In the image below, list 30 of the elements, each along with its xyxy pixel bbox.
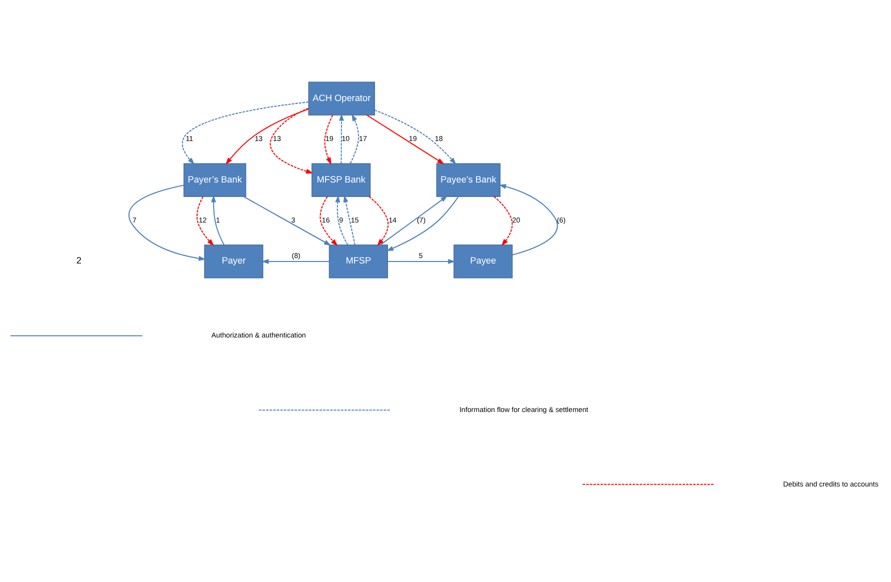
arrow <box>128 184 206 260</box>
node-box: Payer <box>204 244 264 278</box>
label: 2 <box>76 255 82 266</box>
arrow <box>374 109 456 164</box>
arrow <box>182 101 308 164</box>
node-box: Payee <box>454 244 513 278</box>
arrow <box>343 194 356 245</box>
arrow <box>494 196 513 246</box>
arrow <box>270 107 314 174</box>
node-box: ACH Operator <box>308 81 375 115</box>
node-box: Payee’s Bank <box>436 162 500 196</box>
arrow <box>498 184 558 255</box>
arrow <box>211 194 224 245</box>
node-box: Payer’s Bank <box>184 162 246 196</box>
arrow <box>338 113 344 163</box>
arrow <box>262 258 329 264</box>
arrow <box>380 195 448 245</box>
arrow <box>366 114 444 164</box>
node-box: MFSP Bank <box>312 162 371 196</box>
arrow <box>335 194 348 245</box>
arrow <box>368 196 389 246</box>
node-box: MFSP <box>328 244 388 278</box>
arrow <box>243 196 332 246</box>
arrow <box>196 196 214 246</box>
arrow <box>386 196 459 251</box>
arrow <box>388 258 456 264</box>
arrow <box>324 114 334 164</box>
arrow <box>350 113 360 164</box>
arrow <box>226 108 309 164</box>
arrow <box>320 196 338 246</box>
